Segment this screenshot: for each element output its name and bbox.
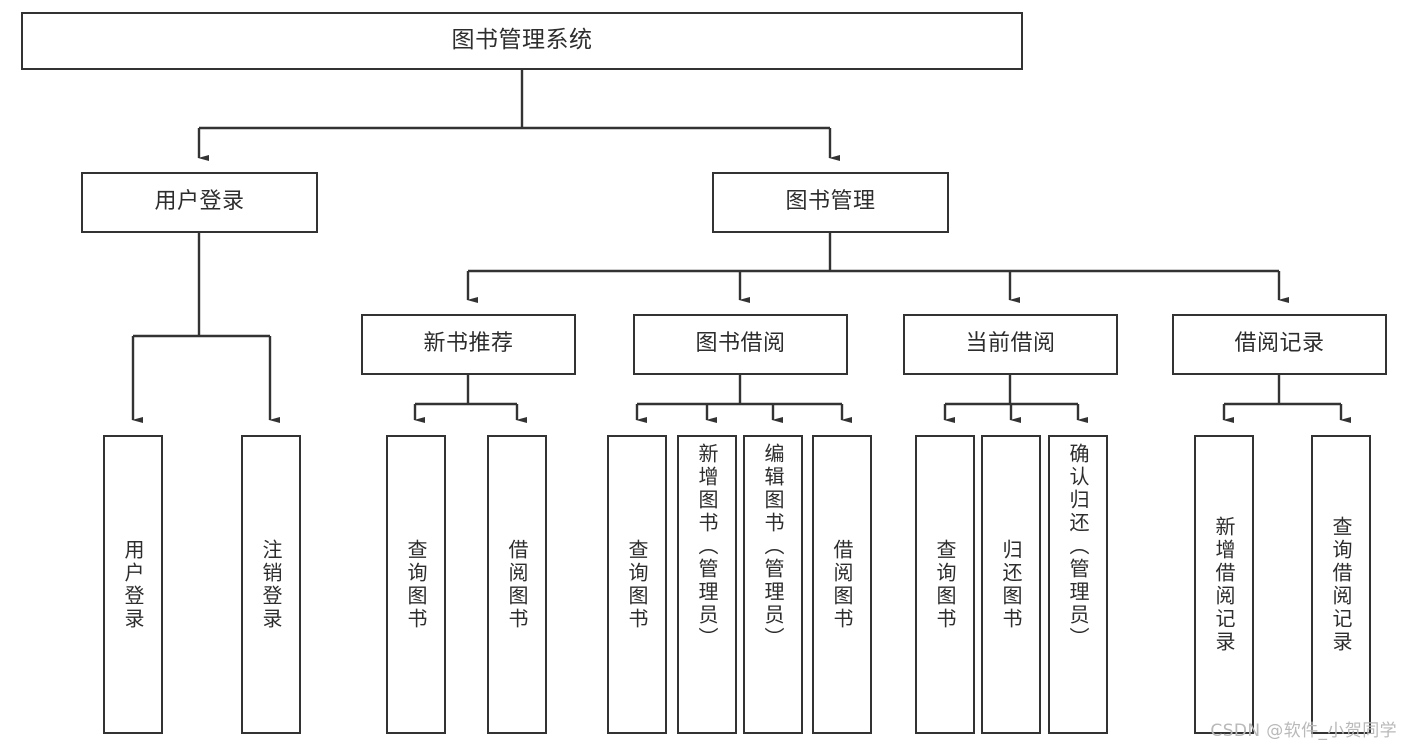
node-label: 查询借阅记录 bbox=[1329, 515, 1353, 654]
watermark: CSDN @软件_小贺同学 bbox=[1210, 721, 1397, 741]
node-label: 新增借阅记录 bbox=[1212, 515, 1236, 654]
node-label: 确认归还（管理员） bbox=[1066, 443, 1090, 650]
node-label: 借阅记录 bbox=[1234, 331, 1325, 357]
node-label: 借阅图书 bbox=[830, 538, 854, 631]
node-label: 新增图书（管理员） bbox=[695, 443, 719, 650]
node-label: 图书管理系统 bbox=[451, 27, 593, 54]
node-user-login[interactable]: 用户登录 bbox=[81, 172, 318, 233]
node-label: 借阅图书 bbox=[505, 538, 529, 631]
node-label: 查询图书 bbox=[933, 538, 957, 631]
node-root-book-management-system[interactable]: 图书管理系统 bbox=[21, 12, 1023, 70]
leaf-book-borrow-borrow-book[interactable]: 借阅图书 bbox=[812, 435, 872, 734]
leaf-current-borrow-query-book[interactable]: 查询图书 bbox=[915, 435, 975, 734]
node-label: 注销登录 bbox=[259, 538, 283, 631]
leaf-borrow-record-query-record[interactable]: 查询借阅记录 bbox=[1311, 435, 1371, 734]
leaf-book-borrow-add-book-admin[interactable]: 新增图书（管理员） bbox=[677, 435, 737, 734]
node-label: 归还图书 bbox=[999, 538, 1023, 631]
node-label: 编辑图书（管理员） bbox=[761, 443, 785, 650]
leaf-user-login-logout[interactable]: 注销登录 bbox=[241, 435, 301, 734]
node-label: 新书推荐 bbox=[423, 331, 514, 357]
node-label: 当前借阅 bbox=[965, 331, 1056, 357]
node-label: 用户登录 bbox=[121, 538, 145, 631]
node-label: 图书管理 bbox=[785, 189, 876, 215]
node-label: 查询图书 bbox=[404, 538, 428, 631]
leaf-current-borrow-return-book[interactable]: 归还图书 bbox=[981, 435, 1041, 734]
node-current-borrow[interactable]: 当前借阅 bbox=[903, 314, 1118, 375]
node-borrow-record[interactable]: 借阅记录 bbox=[1172, 314, 1387, 375]
leaf-current-borrow-confirm-return-admin[interactable]: 确认归还（管理员） bbox=[1048, 435, 1108, 734]
node-book-management[interactable]: 图书管理 bbox=[712, 172, 949, 233]
leaf-book-borrow-edit-book-admin[interactable]: 编辑图书（管理员） bbox=[743, 435, 803, 734]
leaf-book-borrow-query-book[interactable]: 查询图书 bbox=[607, 435, 667, 734]
leaf-user-login-login[interactable]: 用户登录 bbox=[103, 435, 163, 734]
node-label: 图书借阅 bbox=[695, 331, 786, 357]
node-new-book-recommend[interactable]: 新书推荐 bbox=[361, 314, 576, 375]
node-label: 用户登录 bbox=[154, 189, 245, 215]
leaf-new-book-borrow-book[interactable]: 借阅图书 bbox=[487, 435, 547, 734]
leaf-borrow-record-add-record[interactable]: 新增借阅记录 bbox=[1194, 435, 1254, 734]
node-book-borrow[interactable]: 图书借阅 bbox=[633, 314, 848, 375]
leaf-new-book-query-book[interactable]: 查询图书 bbox=[386, 435, 446, 734]
node-label: 查询图书 bbox=[625, 538, 649, 631]
